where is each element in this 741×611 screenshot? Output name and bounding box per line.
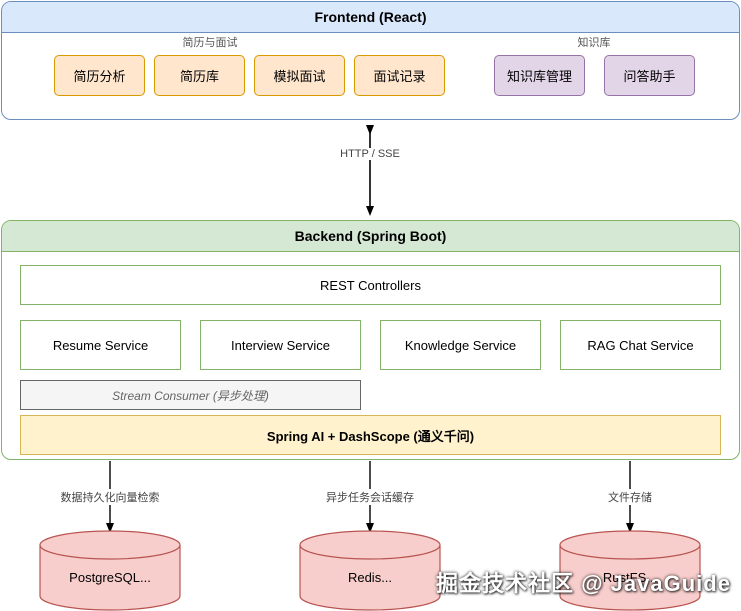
frontend-title: Frontend (React) — [2, 2, 739, 33]
rag-chat-service-box[interactable]: RAG Chat Service — [560, 320, 721, 370]
rustfs-cylinder[interactable] — [559, 530, 703, 611]
frontend-item-mock-interview[interactable]: 模拟面试 — [254, 55, 345, 96]
postgres-label: PostgreSQL... — [69, 570, 151, 585]
edge-label-redis: 异步任务会话缓存 — [310, 489, 430, 505]
redis-cylinder[interactable] — [299, 530, 443, 611]
group-label-resume-interview: 简历与面试 — [182, 37, 238, 49]
stream-consumer-box[interactable]: Stream Consumer (异步处理) — [20, 380, 361, 410]
spring-ai-box[interactable]: Spring AI + DashScope (通义千问) — [20, 415, 721, 455]
frontend-item-resume-analysis[interactable]: 简历分析 — [54, 55, 145, 96]
redis-label: Redis... — [347, 570, 393, 585]
edge-label-rustfs: 文件存储 — [595, 489, 665, 505]
interview-service-box[interactable]: Interview Service — [200, 320, 361, 370]
frontend-item-resume-library[interactable]: 简历库 — [154, 55, 245, 96]
watermark: 掘金技术社区 @ JavaGuide — [436, 571, 731, 596]
postgres-cylinder[interactable] — [39, 530, 183, 611]
frontend-item-interview-records[interactable]: 面试记录 — [354, 55, 445, 96]
frontend-item-qa-assistant[interactable]: 问答助手 — [604, 55, 695, 96]
rustfs-label: RustFS... — [602, 570, 658, 585]
knowledge-service-box[interactable]: Knowledge Service — [380, 320, 541, 370]
group-label-knowledge: 知识库 — [577, 37, 611, 49]
backend-title: Backend (Spring Boot) — [2, 221, 739, 252]
resume-service-box[interactable]: Resume Service — [20, 320, 181, 370]
frontend-item-knowledge-management[interactable]: 知识库管理 — [494, 55, 585, 96]
rest-controllers-box[interactable]: REST Controllers — [20, 265, 721, 305]
edge-label-http-sse: HTTP / SSE — [330, 148, 410, 160]
edge-label-postgres: 数据持久化向量检索 — [45, 489, 175, 505]
